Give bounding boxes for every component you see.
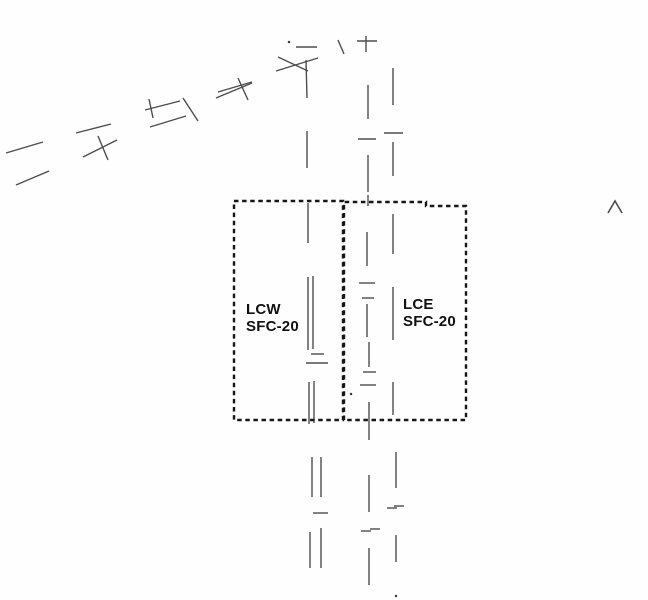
area-label-lcw-name: LCW [246, 301, 281, 318]
nw_road_ticks-segment [149, 115, 187, 128]
nw_road_ticks-segment [217, 81, 253, 93]
point-marker [394, 594, 398, 598]
area-label-lce: LCE SFC-20 [403, 296, 456, 330]
point-marker [287, 40, 291, 44]
nw_road_ticks-segment [182, 97, 199, 122]
point-marker [349, 392, 353, 396]
nw_road_ticks-segment [15, 170, 50, 186]
nw_road_ticks-segment [277, 56, 309, 72]
area-label-lce-name: LCE [403, 296, 434, 313]
area-label-lcw: LCW SFC-20 [246, 301, 299, 335]
area-label-lce-code: SFC-20 [403, 313, 456, 330]
area-label-lcw-code: SFC-20 [246, 318, 299, 335]
nw_road_ticks-segment [215, 82, 253, 99]
nw_road_ticks-segment [275, 57, 319, 72]
nw_road_ticks-segment [148, 98, 154, 119]
nw_road_ticks-segment [97, 135, 109, 161]
nw_road_ticks-segment [237, 77, 249, 101]
nw_road_ticks-segment [82, 139, 118, 158]
nw_road_ticks-segment [5, 141, 44, 154]
north-arrow-icon [607, 199, 623, 214]
nw_road_ticks-segment [337, 39, 345, 55]
lce-unit-boundary [342, 200, 468, 422]
nw_road_ticks-segment [305, 59, 308, 99]
nw_road_ticks-segment [75, 123, 112, 134]
